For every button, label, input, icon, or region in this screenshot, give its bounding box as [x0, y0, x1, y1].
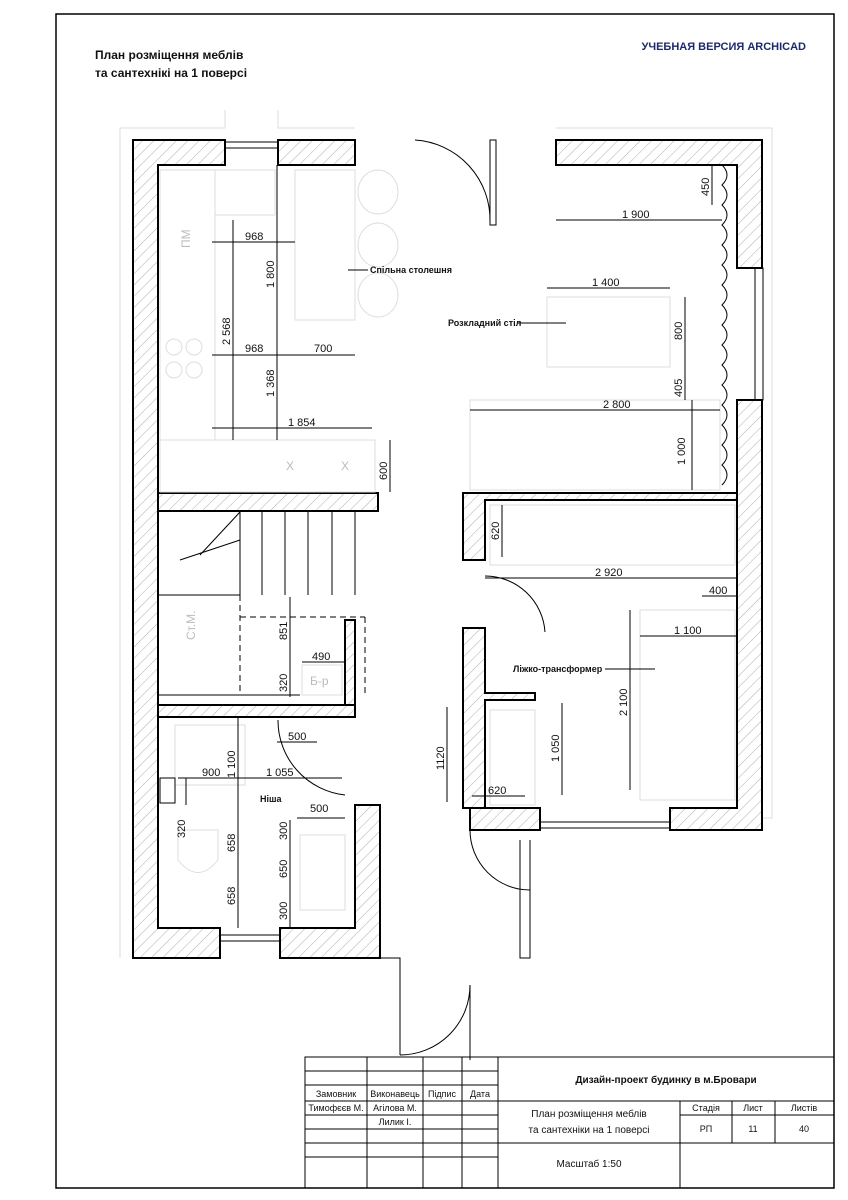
bed-label: Ліжко-трансформер: [513, 664, 603, 674]
author-name: Лилик І.: [379, 1117, 412, 1127]
title-block: Дизайн-проект будинку в м.Бровари Замовн…: [304, 1056, 835, 1189]
drawing-title-line1: План розміщення меблів: [95, 48, 243, 62]
header-signature: Підпис: [428, 1089, 457, 1099]
dim: 900: [202, 767, 220, 779]
dim: 1 854: [288, 417, 316, 429]
drawing-title-line2: та сантехнікі на 1 поверсі: [95, 66, 247, 80]
dim: 1 055: [266, 767, 294, 779]
dimension-labels: 968 1 800 2 568 968 700 1 368 1 854 600 …: [176, 178, 727, 920]
customer-name: Тимофєєв М.: [308, 1103, 363, 1113]
header-date: Дата: [470, 1089, 490, 1099]
dim: 300: [278, 902, 290, 920]
dim: 450: [700, 178, 712, 196]
dim: 320: [176, 820, 188, 838]
table-label: Розкладний стіл: [448, 318, 522, 328]
dim: 2 920: [595, 567, 623, 579]
dim: 620: [490, 522, 502, 540]
scale-label: Масштаб 1:50: [556, 1158, 621, 1170]
counter-label: Спільна столешня: [370, 265, 452, 275]
dim: 2 568: [221, 317, 233, 345]
header-customer: Замовник: [316, 1089, 356, 1099]
dim: 1 800: [265, 260, 277, 288]
dim: 968: [245, 231, 263, 243]
author-name: Агілова М.: [373, 1103, 417, 1113]
fridge-label: ПМ: [179, 229, 193, 248]
niche-label: Ніша: [260, 794, 283, 804]
stage-label: Стадія: [692, 1103, 720, 1113]
dim: 800: [673, 322, 685, 340]
dim: 300: [278, 822, 290, 840]
dim: 658: [226, 834, 238, 852]
dim: 1 050: [550, 734, 562, 762]
dim: 1 900: [622, 209, 650, 221]
dim: 851: [278, 622, 290, 640]
stage-value: РП: [700, 1124, 712, 1134]
sheets-label: Листів: [791, 1103, 818, 1113]
dim: 658: [226, 887, 238, 905]
dim: 2 800: [603, 399, 631, 411]
archicad-watermark: УЧЕБНАЯ ВЕРСИЯ ARCHICAD: [642, 41, 807, 53]
walls: [119, 110, 773, 1055]
sink-mark-1: X: [286, 459, 294, 473]
sink-mark-2: X: [341, 459, 349, 473]
dim: 1 400: [592, 277, 620, 289]
sheet-frame: [55, 13, 835, 1189]
dim: 490: [312, 651, 330, 663]
sheets-value: 40: [799, 1124, 809, 1134]
dim: 405: [673, 379, 685, 397]
dim: 1 100: [226, 750, 238, 778]
dim: 320: [278, 674, 290, 692]
dim: 2 100: [618, 688, 630, 716]
dim: 600: [378, 462, 390, 480]
header-author: Виконавець: [370, 1089, 420, 1099]
dim: 400: [709, 585, 727, 597]
dim: 1 000: [676, 437, 688, 465]
dim: 700: [314, 343, 332, 355]
furniture: [158, 164, 736, 911]
sheet-value: 11: [748, 1124, 757, 1134]
project-title: Дизайн-проект будинку в м.Бровари: [575, 1074, 756, 1086]
dim: 500: [310, 803, 328, 815]
dim: 1 100: [674, 625, 702, 637]
sheet-label: Лист: [743, 1103, 763, 1113]
dim: 968: [245, 343, 263, 355]
dimension-lines: [178, 165, 737, 928]
dim: 620: [488, 785, 506, 797]
dim: 1 368: [265, 369, 277, 397]
dim: 650: [278, 860, 290, 878]
sheet-title-line2: та сантехніки на 1 поверсі: [529, 1125, 650, 1136]
sheet-title-line1: План розміщення меблів: [531, 1108, 646, 1120]
boiler-label: Б-р: [310, 674, 329, 688]
washer-label: Ст.М.: [184, 611, 198, 641]
doors: [277, 139, 546, 1060]
dim: 500: [288, 731, 306, 743]
dim: 1120: [435, 746, 447, 770]
